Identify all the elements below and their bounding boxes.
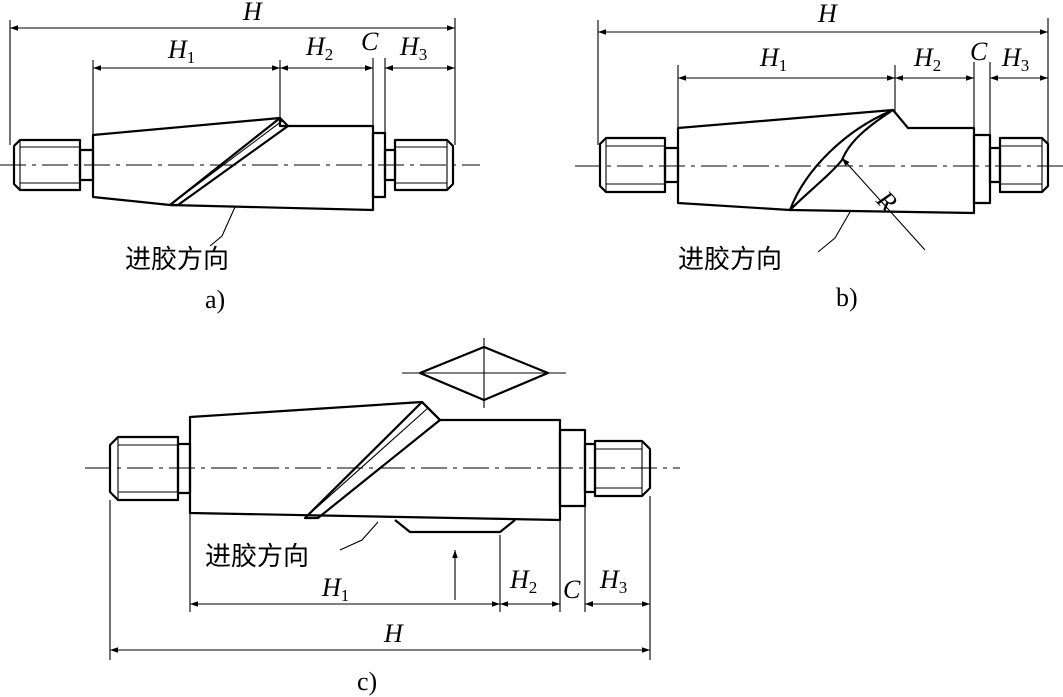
label-C: C — [563, 575, 581, 604]
spiral-flute — [168, 116, 290, 207]
feed-direction-label: 进胶方向 — [125, 245, 229, 275]
label-C: C — [361, 27, 379, 56]
tapered-body — [676, 108, 976, 215]
label-H: H — [817, 0, 838, 28]
lower-flat — [394, 519, 516, 534]
label-H3: H3 — [1001, 43, 1029, 75]
feed-leader — [339, 521, 379, 551]
feed-leader — [817, 211, 851, 253]
caption-a: a) — [205, 285, 225, 314]
label-C: C — [970, 37, 988, 66]
spiral-flute — [303, 400, 442, 520]
label-H3: H3 — [399, 32, 427, 64]
caption-c: c) — [357, 667, 377, 696]
label-H: H — [383, 619, 404, 648]
curved-flute — [788, 108, 895, 212]
label-H1: H1 — [321, 573, 349, 605]
label-H: H — [242, 0, 263, 26]
label-H1: H1 — [759, 43, 787, 75]
tapered-body — [91, 116, 375, 212]
feed-leader — [209, 206, 236, 247]
label-H1: H1 — [167, 35, 195, 67]
figure-b: H H1 H2 C H3 R 进胶方向 b) — [575, 0, 1063, 312]
feed-direction-label: 进胶方向 — [678, 245, 782, 275]
tapered-body — [188, 400, 562, 522]
label-H2: H2 — [913, 43, 941, 75]
figure-c: H1 H2 C H3 H 进胶方向 c) — [85, 338, 680, 696]
radius-leader — [841, 157, 926, 251]
figure-a: H H1 H2 C H3 进胶方向 a) — [0, 0, 480, 314]
label-H2: H2 — [509, 565, 537, 597]
collar — [972, 133, 992, 205]
caption-b: b) — [836, 283, 858, 312]
label-H2: H2 — [305, 32, 333, 64]
feed-direction-label: 进胶方向 — [205, 542, 309, 572]
label-H3: H3 — [599, 565, 627, 597]
